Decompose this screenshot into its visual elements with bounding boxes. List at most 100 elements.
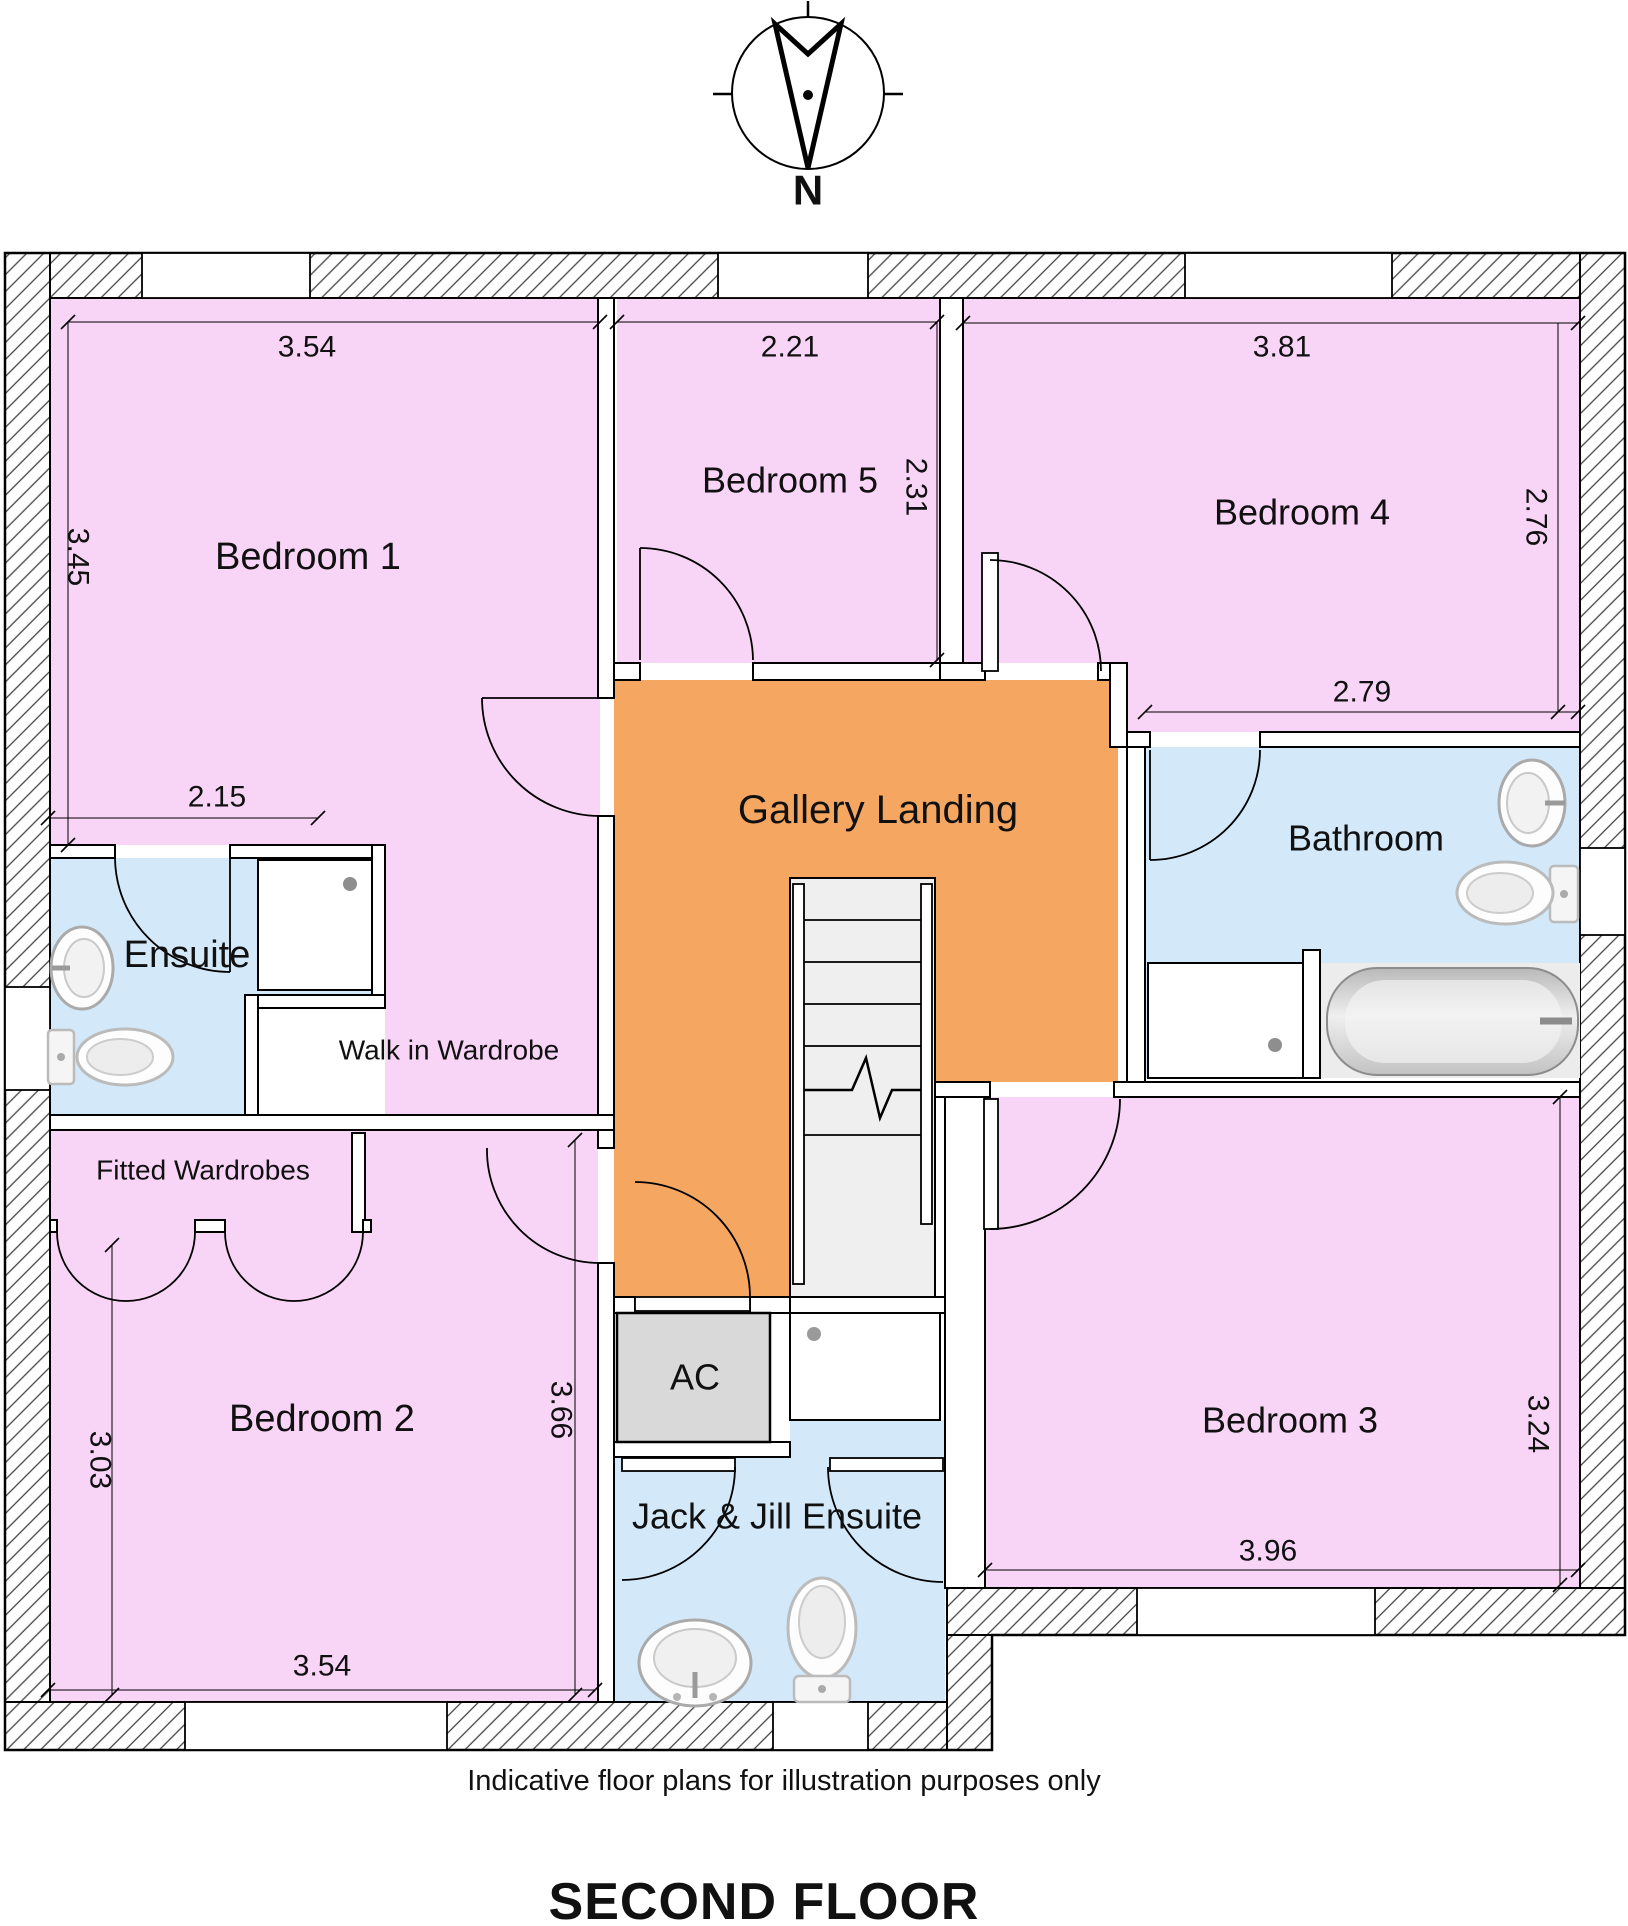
- wall-segment: [351, 1132, 366, 1233]
- door-leaf: [621, 1457, 736, 1472]
- wall-segment: [597, 297, 615, 699]
- bedroom-4-area: [963, 298, 1580, 663]
- wall-segment: [371, 844, 386, 996]
- window: [184, 1701, 448, 1751]
- dim-bedroom1-left: 3.45: [62, 528, 95, 586]
- wall-segment: [1109, 662, 1128, 748]
- dim-bedroom4-right: 2.76: [1520, 488, 1553, 546]
- door-swing-arc: [827, 1466, 944, 1583]
- window: [141, 252, 311, 299]
- door-swing-arc: [481, 697, 601, 817]
- wall-segment: [244, 994, 259, 1116]
- door-swing-arc: [989, 1098, 1121, 1230]
- wall-segment: [597, 815, 615, 1149]
- wardrobe-door-arc: [56, 1231, 127, 1302]
- vanity-drain-icon: [807, 1327, 821, 1341]
- wall-segment: [934, 1081, 991, 1098]
- toilet-icon: [1455, 860, 1580, 926]
- sink-icon: [49, 925, 115, 1011]
- shower-drain-icon: [343, 877, 357, 891]
- outer-wall-step: [946, 1634, 993, 1751]
- wall-segment: [244, 994, 386, 1009]
- building-outline: [3, 251, 1627, 1752]
- window: [1579, 847, 1626, 936]
- room-labels: Bedroom 1 Bedroom 5 Bedroom 4 Gallery La…: [96, 460, 1444, 1537]
- fixtures: [46, 758, 1580, 1708]
- outer-wall-right: [1579, 252, 1626, 1636]
- north-arrow-icon: N: [713, 1, 903, 214]
- toilet-icon: [786, 1576, 858, 1704]
- dim-bedroom2-right: 3.66: [545, 1381, 578, 1439]
- dim-bedroom5-top: 2.21: [761, 331, 819, 364]
- toilet-icon: [46, 1027, 175, 1087]
- door-swing-arc: [486, 1147, 601, 1264]
- shower-drain-icon: [1268, 1038, 1282, 1052]
- stair-break-line: [804, 1054, 921, 1122]
- dim-bedroom4-bottom: 2.79: [1333, 676, 1391, 709]
- door-leaf: [981, 552, 999, 672]
- door-leaf: [634, 1296, 751, 1312]
- dim-bedroom2-bottom: 3.54: [293, 1650, 351, 1683]
- bathroom-label: Bathroom: [1288, 818, 1444, 859]
- wall-segment: [1097, 662, 1111, 681]
- window: [4, 986, 51, 1091]
- wall-segment: [1113, 1081, 1581, 1098]
- bedroom-2-label: Bedroom 2: [229, 1398, 415, 1440]
- bedroom-3-label: Bedroom 3: [1202, 1400, 1378, 1441]
- shower-tray-icon: [1147, 962, 1304, 1079]
- dim-bedroom1-top: 3.54: [278, 331, 336, 364]
- stairwell: [789, 877, 936, 1301]
- dimension-labels: 3.54 2.21 3.81 3.45 2.15 2.31 2.76 2.79 …: [62, 331, 1555, 1683]
- bedroom-4-area-lower: [1118, 663, 1580, 732]
- door-swing-arc: [634, 1181, 751, 1298]
- wall-segment: [939, 662, 986, 681]
- wardrobe-door-arc: [224, 1231, 295, 1302]
- window: [717, 252, 869, 299]
- door-swing-arc: [989, 559, 1102, 672]
- wall-segment: [752, 662, 941, 681]
- fitted-wardrobes-label: Fitted Wardrobes: [96, 1155, 310, 1186]
- dim-bedroom3-bottom: 3.96: [1239, 1535, 1297, 1568]
- stair-railing-right: [920, 883, 933, 1225]
- dimension-ticks: [40, 314, 1586, 1703]
- wall-segment: [789, 1296, 946, 1314]
- door-swing-arc: [114, 857, 231, 973]
- wall-segment: [613, 662, 641, 681]
- bedroom-1-area: [48, 298, 600, 1115]
- door-leaf: [983, 1098, 999, 1230]
- gallery-landing-arm-area: [614, 1082, 790, 1297]
- wall-segment: [613, 1296, 636, 1314]
- door-leaf: [829, 1457, 944, 1472]
- door-swing-arc: [1149, 749, 1261, 861]
- ac-label: AC: [670, 1357, 720, 1398]
- north-label: N: [793, 167, 823, 214]
- wall-segment: [194, 1219, 226, 1233]
- wall-segment: [613, 1441, 791, 1458]
- wall-segment: [39, 844, 116, 859]
- dimension-lines: [48, 321, 1578, 1695]
- dim-bedroom4-top: 3.81: [1253, 331, 1311, 364]
- windows: [4, 252, 1626, 1751]
- wall-segment: [939, 297, 964, 664]
- bedroom-5-area: [617, 298, 940, 663]
- wall-segment: [944, 1096, 986, 1589]
- dim-bedroom1-inner: 2.15: [188, 781, 246, 814]
- walk-in-wardrobe-label: Walk in Wardrobe: [339, 1035, 559, 1066]
- door-swing-arc: [639, 547, 754, 661]
- wall-segment: [749, 1296, 791, 1314]
- wall-segment: [1126, 731, 1151, 748]
- bedroom-4-label: Bedroom 4: [1214, 492, 1390, 533]
- door-swing-arc: [621, 1466, 736, 1581]
- bedroom-5-label: Bedroom 5: [702, 460, 878, 501]
- gallery-landing-label: Gallery Landing: [738, 788, 1018, 832]
- window: [1136, 1587, 1376, 1636]
- wardrobe-door-arc: [125, 1231, 196, 1302]
- doors: [56, 547, 1261, 1583]
- wall-segment: [1126, 746, 1146, 1098]
- disclaimer-caption: Indicative floor plans for illustration …: [467, 1765, 1101, 1797]
- dim-bedroom3-right: 3.24: [1522, 1395, 1555, 1453]
- dim-bedroom2-left: 3.03: [84, 1431, 117, 1489]
- window: [1184, 252, 1393, 299]
